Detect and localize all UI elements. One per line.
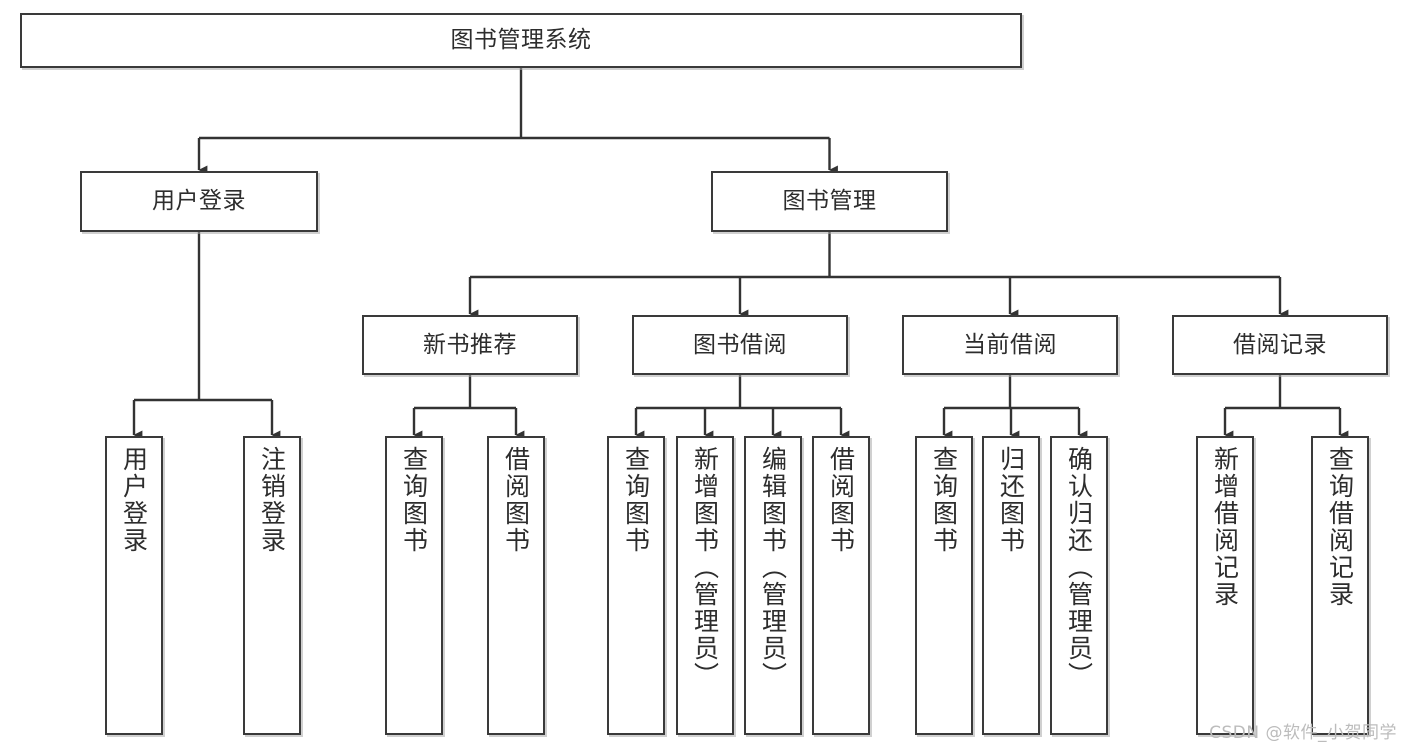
- node-current-borrow[interactable]: 当前借阅: [902, 315, 1118, 375]
- node-leaf-rec-borrow[interactable]: 借阅图书: [487, 436, 545, 735]
- node-label-leaf-rec-query: 查询图书: [399, 446, 429, 554]
- node-label-leaf-bb-borrow: 借阅图书: [826, 446, 856, 554]
- node-label-leaf-cb-query: 查询图书: [929, 446, 959, 554]
- node-label-root: 图书管理系统: [450, 27, 592, 54]
- watermark-label: CSDN @软件_小贺同学: [1209, 723, 1397, 743]
- node-leaf-bb-borrow[interactable]: 借阅图书: [812, 436, 870, 735]
- node-book-borrow[interactable]: 图书借阅: [632, 315, 848, 375]
- node-user-login[interactable]: 用户登录: [80, 171, 318, 232]
- node-leaf-user-login[interactable]: 用户登录: [105, 436, 163, 735]
- node-label-leaf-user-login: 用户登录: [119, 446, 149, 554]
- node-leaf-cb-confirm[interactable]: 确认归还（管理员）: [1050, 436, 1108, 735]
- node-label-leaf-bb-edit: 编辑图书（管理员）: [758, 446, 788, 689]
- node-label-book-manage: 图书管理: [782, 188, 877, 215]
- node-leaf-bb-query[interactable]: 查询图书: [607, 436, 665, 735]
- node-label-new-book-rec: 新书推荐: [423, 331, 517, 358]
- node-borrow-record[interactable]: 借阅记录: [1172, 315, 1388, 375]
- node-label-leaf-rec-borrow: 借阅图书: [501, 446, 531, 554]
- node-label-current-borrow: 当前借阅: [963, 331, 1057, 358]
- node-label-leaf-br-query: 查询借阅记录: [1325, 446, 1355, 608]
- node-label-book-borrow: 图书借阅: [693, 331, 787, 358]
- node-leaf-bb-edit[interactable]: 编辑图书（管理员）: [744, 436, 802, 735]
- node-leaf-cb-query[interactable]: 查询图书: [915, 436, 973, 735]
- node-label-user-login: 用户登录: [152, 188, 246, 215]
- node-leaf-rec-query[interactable]: 查询图书: [385, 436, 443, 735]
- node-new-book-rec[interactable]: 新书推荐: [362, 315, 578, 375]
- node-root[interactable]: 图书管理系统: [20, 13, 1022, 68]
- node-label-leaf-bb-query: 查询图书: [621, 446, 651, 554]
- node-label-leaf-cb-confirm: 确认归还（管理员）: [1064, 446, 1094, 689]
- node-leaf-br-add[interactable]: 新增借阅记录: [1196, 436, 1254, 735]
- node-label-leaf-br-add: 新增借阅记录: [1210, 446, 1240, 608]
- node-leaf-br-query[interactable]: 查询借阅记录: [1311, 436, 1369, 735]
- node-leaf-bb-add[interactable]: 新增图书（管理员）: [676, 436, 734, 735]
- node-leaf-cb-return[interactable]: 归还图书: [982, 436, 1040, 735]
- node-label-borrow-record: 借阅记录: [1233, 331, 1327, 358]
- node-label-leaf-cb-return: 归还图书: [996, 446, 1026, 554]
- node-book-manage[interactable]: 图书管理: [711, 171, 948, 232]
- node-label-leaf-bb-add: 新增图书（管理员）: [690, 446, 720, 689]
- node-leaf-user-logout[interactable]: 注销登录: [243, 436, 301, 735]
- node-label-leaf-user-logout: 注销登录: [257, 446, 287, 554]
